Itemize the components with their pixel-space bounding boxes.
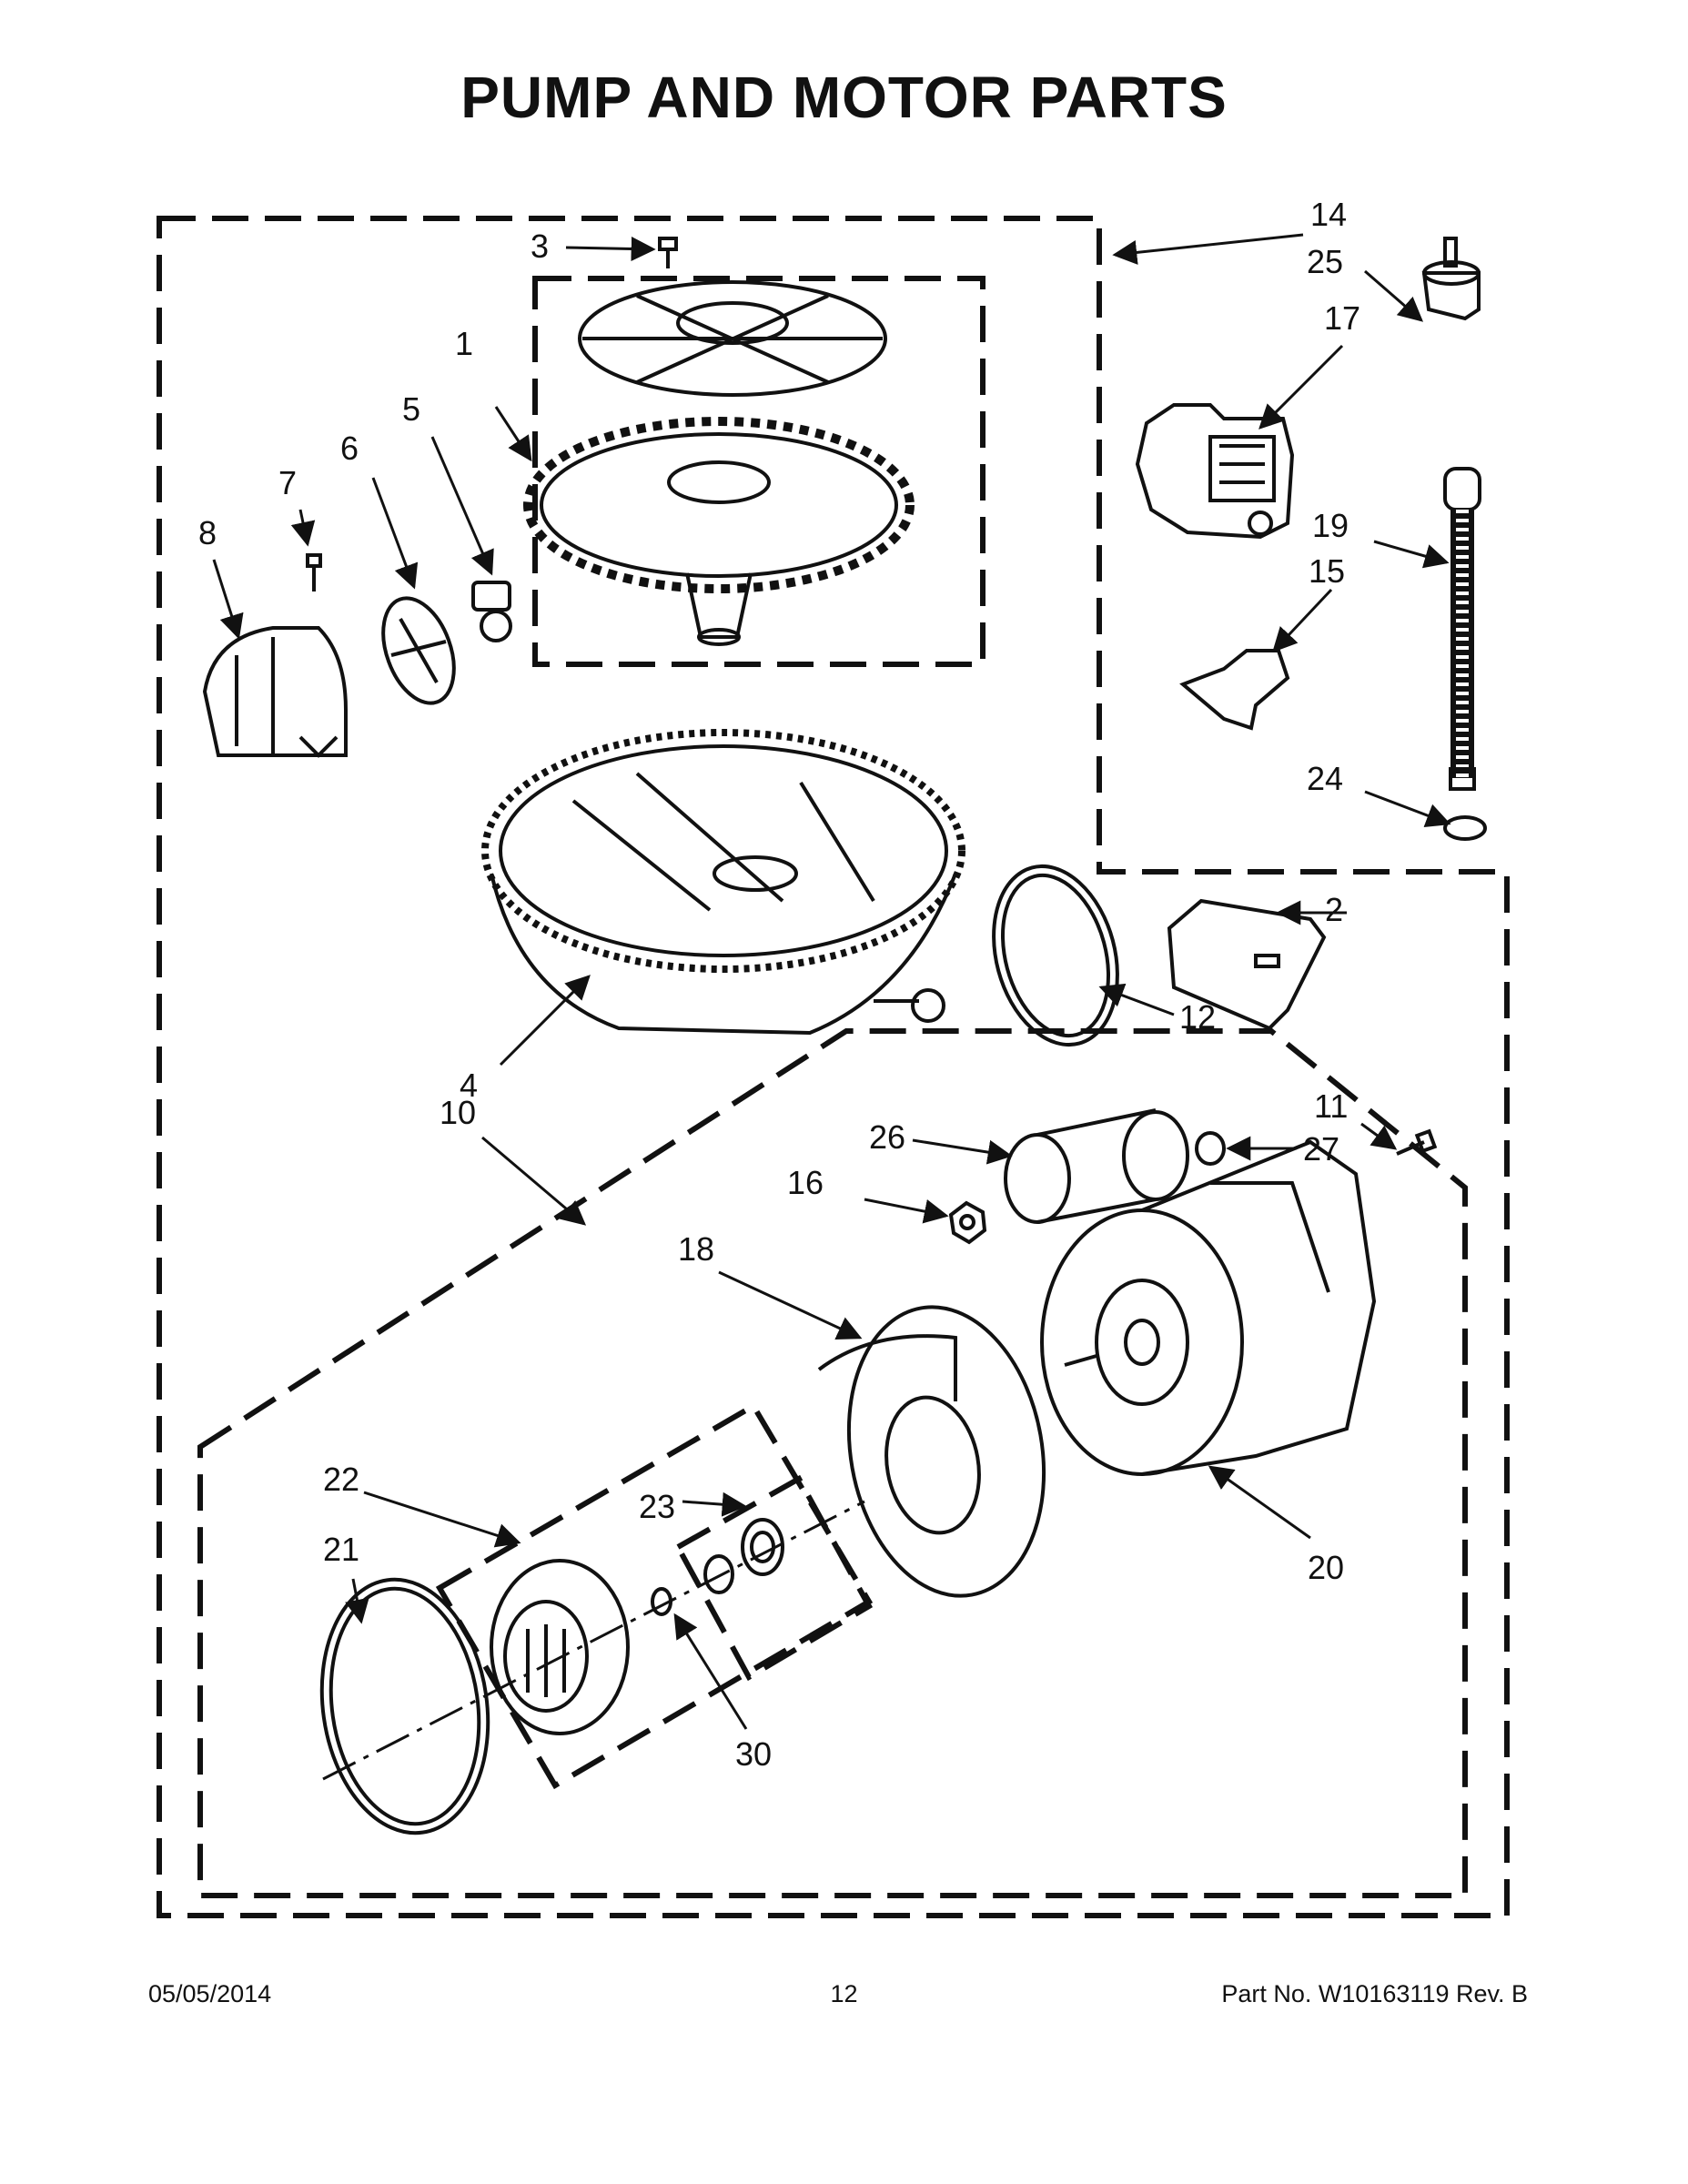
callout-6: 6 bbox=[340, 430, 359, 467]
assembly-boundary-23 bbox=[673, 1474, 874, 1682]
screw-3-shape bbox=[658, 237, 678, 268]
callout-16: 16 bbox=[787, 1164, 824, 1201]
assembly-boundary-1 bbox=[532, 276, 986, 667]
callout-24: 24 bbox=[1307, 760, 1343, 797]
clip-15-shape bbox=[1179, 649, 1290, 731]
assembly-boundary-main bbox=[157, 216, 1510, 1918]
page-title: PUMP AND MOTOR PARTS bbox=[460, 65, 1228, 130]
clamp-24-shape bbox=[1443, 815, 1487, 841]
sump-4-shape bbox=[481, 729, 965, 1036]
callout-18: 18 bbox=[678, 1230, 714, 1268]
housing-2-shape bbox=[1167, 898, 1327, 1031]
footer-page-number: 12 bbox=[830, 1980, 858, 2007]
callout-5: 5 bbox=[402, 390, 420, 428]
capacitor-26-shape bbox=[1004, 1108, 1189, 1224]
callout-4: 4 bbox=[460, 1067, 478, 1104]
assembly-boundary-10 bbox=[197, 1028, 1468, 1898]
callout-23: 23 bbox=[639, 1488, 675, 1525]
spray-wheel-shape bbox=[523, 417, 915, 646]
nut-16-shape bbox=[948, 1200, 987, 1245]
callout-2: 2 bbox=[1325, 891, 1343, 928]
callout-7: 7 bbox=[278, 464, 297, 501]
sensor-25-shape bbox=[1421, 237, 1481, 321]
callout-20: 20 bbox=[1308, 1549, 1344, 1586]
callout-25: 25 bbox=[1307, 243, 1343, 280]
callout-14: 14 bbox=[1310, 196, 1347, 233]
callout-19: 19 bbox=[1312, 507, 1349, 544]
cover-8-shape bbox=[202, 626, 348, 758]
washer-27-shape bbox=[1195, 1131, 1226, 1166]
callout-26: 26 bbox=[869, 1118, 905, 1156]
callout-22: 22 bbox=[323, 1461, 359, 1498]
filter-plate-shape bbox=[578, 280, 887, 397]
callout-8: 8 bbox=[198, 514, 217, 551]
axis-centerline bbox=[322, 1500, 865, 1781]
callout-27: 27 bbox=[1303, 1130, 1339, 1168]
motor-20-shape bbox=[1040, 1139, 1377, 1476]
callout-12: 12 bbox=[1179, 998, 1216, 1036]
callout-21: 21 bbox=[323, 1531, 359, 1568]
callout-30: 30 bbox=[735, 1735, 772, 1773]
callout-10: 10 bbox=[440, 1094, 476, 1131]
gasket-21-shape bbox=[319, 1577, 490, 1835]
valve-17-shape bbox=[1135, 403, 1295, 540]
callout-1: 1 bbox=[455, 325, 473, 362]
callout-17: 17 bbox=[1324, 299, 1360, 337]
impeller-6-shape bbox=[381, 596, 456, 705]
screw-11-shape bbox=[1396, 1128, 1438, 1156]
callout-11: 11 bbox=[1314, 1087, 1348, 1125]
footer-part-number: Part No. W10163119 Rev. B bbox=[1221, 1980, 1528, 2007]
seal-5-shape bbox=[471, 581, 512, 642]
screw-7-shape bbox=[306, 553, 322, 592]
seal-23-shape bbox=[703, 1518, 784, 1594]
callout-15: 15 bbox=[1309, 552, 1345, 590]
impeller-22-shape bbox=[490, 1559, 630, 1735]
pump-housing-18-shape bbox=[817, 1305, 1046, 1598]
hose-19-shape bbox=[1443, 467, 1481, 791]
footer-date: 05/05/2014 bbox=[148, 1980, 272, 2007]
callout-3: 3 bbox=[531, 228, 549, 265]
ring-12-shape bbox=[992, 864, 1119, 1047]
